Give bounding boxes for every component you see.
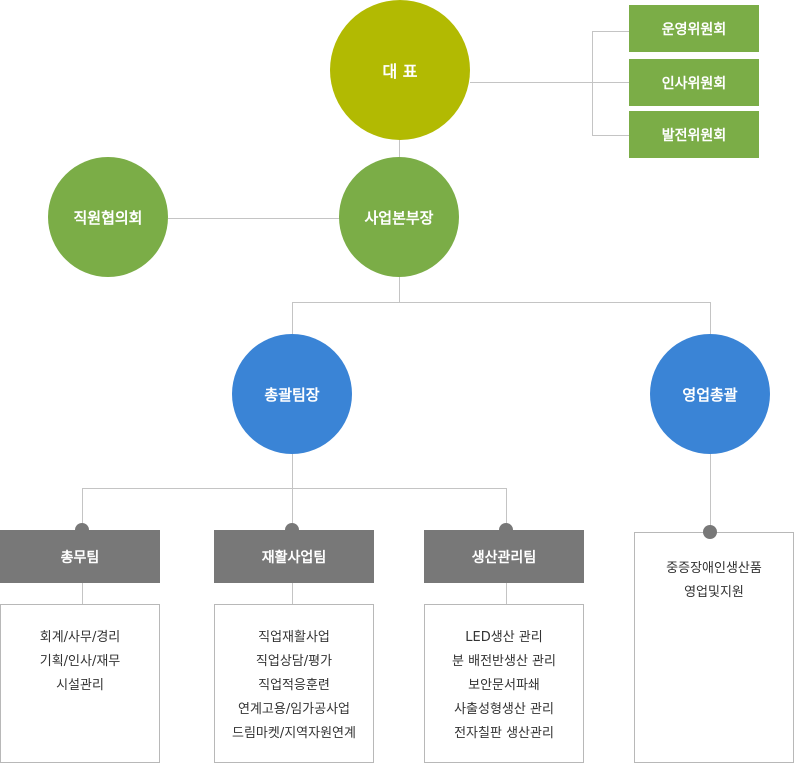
connector-to-sales — [710, 302, 711, 334]
duty-item: 영업및지원 — [684, 585, 744, 600]
connector-ceo-business — [399, 139, 400, 159]
sales-connector-dot — [703, 525, 717, 539]
connector-teams-horizontal — [82, 488, 507, 489]
team-rehabilitation[interactable]: 재활사업팀 — [214, 530, 374, 583]
business-head-label: 사업본부장 — [364, 208, 434, 227]
committee-label: 운영위원회 — [661, 21, 727, 38]
committee-personnel[interactable]: 인사위원회 — [629, 59, 759, 106]
duty-item: 직업상담/평가 — [255, 654, 333, 669]
connector-business-down — [399, 275, 400, 302]
duty-item: 기획/인사/재무 — [39, 654, 121, 669]
duty-item: 중증장애인생산품 — [666, 561, 762, 576]
duty-item: 분 배전반생산 관리 — [452, 654, 556, 669]
duty-item: 시설관리 — [56, 678, 104, 693]
general-manager-node[interactable]: 총괄팀장 — [232, 334, 352, 454]
connector-committee-1 — [592, 31, 629, 32]
business-head-node[interactable]: 사업본부장 — [339, 157, 459, 277]
team-2-connector-dot — [285, 523, 299, 530]
committee-label: 인사위원회 — [661, 75, 727, 92]
connector-branch-horizontal — [292, 302, 711, 303]
team-label: 총무팀 — [60, 549, 100, 566]
duty-item: 회계/사무/경리 — [39, 630, 121, 645]
duty-item: LED생산 관리 — [465, 630, 543, 645]
duty-item: 전자칠판 생산관리 — [454, 726, 554, 741]
team-production[interactable]: 생산관리팀 — [424, 530, 584, 583]
team-3-duties: LED생산 관리 분 배전반생산 관리 보안문서파쇄 사출성형생산 관리 전자칠… — [424, 604, 584, 763]
connector-ceo-committees — [470, 82, 592, 83]
employee-council-node[interactable]: 직원협의회 — [48, 157, 168, 277]
team-3-connector-dot — [499, 523, 513, 530]
connector-sales-down — [710, 453, 711, 532]
connector-committee-3 — [592, 135, 629, 136]
sales-head-label: 영업총괄 — [682, 385, 738, 404]
duty-item: 직업재활사업 — [258, 630, 330, 645]
employee-council-label: 직원협의회 — [73, 208, 143, 227]
connector-to-team-1 — [82, 488, 83, 530]
committee-development[interactable]: 발전위원회 — [629, 111, 759, 158]
connector-committee-2 — [592, 82, 629, 83]
connector-team3-box — [506, 583, 507, 604]
sales-head-node[interactable]: 영업총괄 — [650, 334, 770, 454]
connector-to-team-3 — [506, 488, 507, 530]
connector-council-business — [168, 218, 340, 219]
team-2-duties: 직업재활사업 직업상담/평가 직업적응훈련 연계고용/임가공사업 드림마켓/지역… — [214, 604, 374, 763]
duty-item: 보안문서파쇄 — [468, 678, 540, 693]
connector-general-down — [292, 453, 293, 530]
duty-item: 직업적응훈련 — [258, 678, 330, 693]
committee-operations[interactable]: 운영위원회 — [629, 5, 759, 52]
ceo-label: 대 표 — [382, 62, 418, 81]
ceo-node[interactable]: 대 표 — [330, 0, 470, 140]
sales-duties: 중증장애인생산품 영업및지원 — [634, 532, 794, 763]
connector-team2-box — [292, 583, 293, 604]
team-general-affairs[interactable]: 총무팀 — [0, 530, 160, 583]
duty-item: 연계고용/임가공사업 — [237, 702, 351, 717]
team-label: 생산관리팀 — [471, 549, 537, 566]
team-label: 재활사업팀 — [261, 549, 327, 566]
team-1-connector-dot — [75, 523, 89, 530]
duty-item: 사출성형생산 관리 — [454, 702, 554, 717]
team-1-duties: 회계/사무/경리 기획/인사/재무 시설관리 — [0, 604, 160, 763]
committee-label: 발전위원회 — [661, 127, 727, 144]
general-manager-label: 총괄팀장 — [264, 385, 320, 404]
connector-to-general — [292, 302, 293, 334]
connector-committee-vertical — [592, 31, 593, 136]
duty-item: 드림마켓/지역자원연계 — [232, 726, 356, 741]
connector-team1-box — [82, 583, 83, 604]
